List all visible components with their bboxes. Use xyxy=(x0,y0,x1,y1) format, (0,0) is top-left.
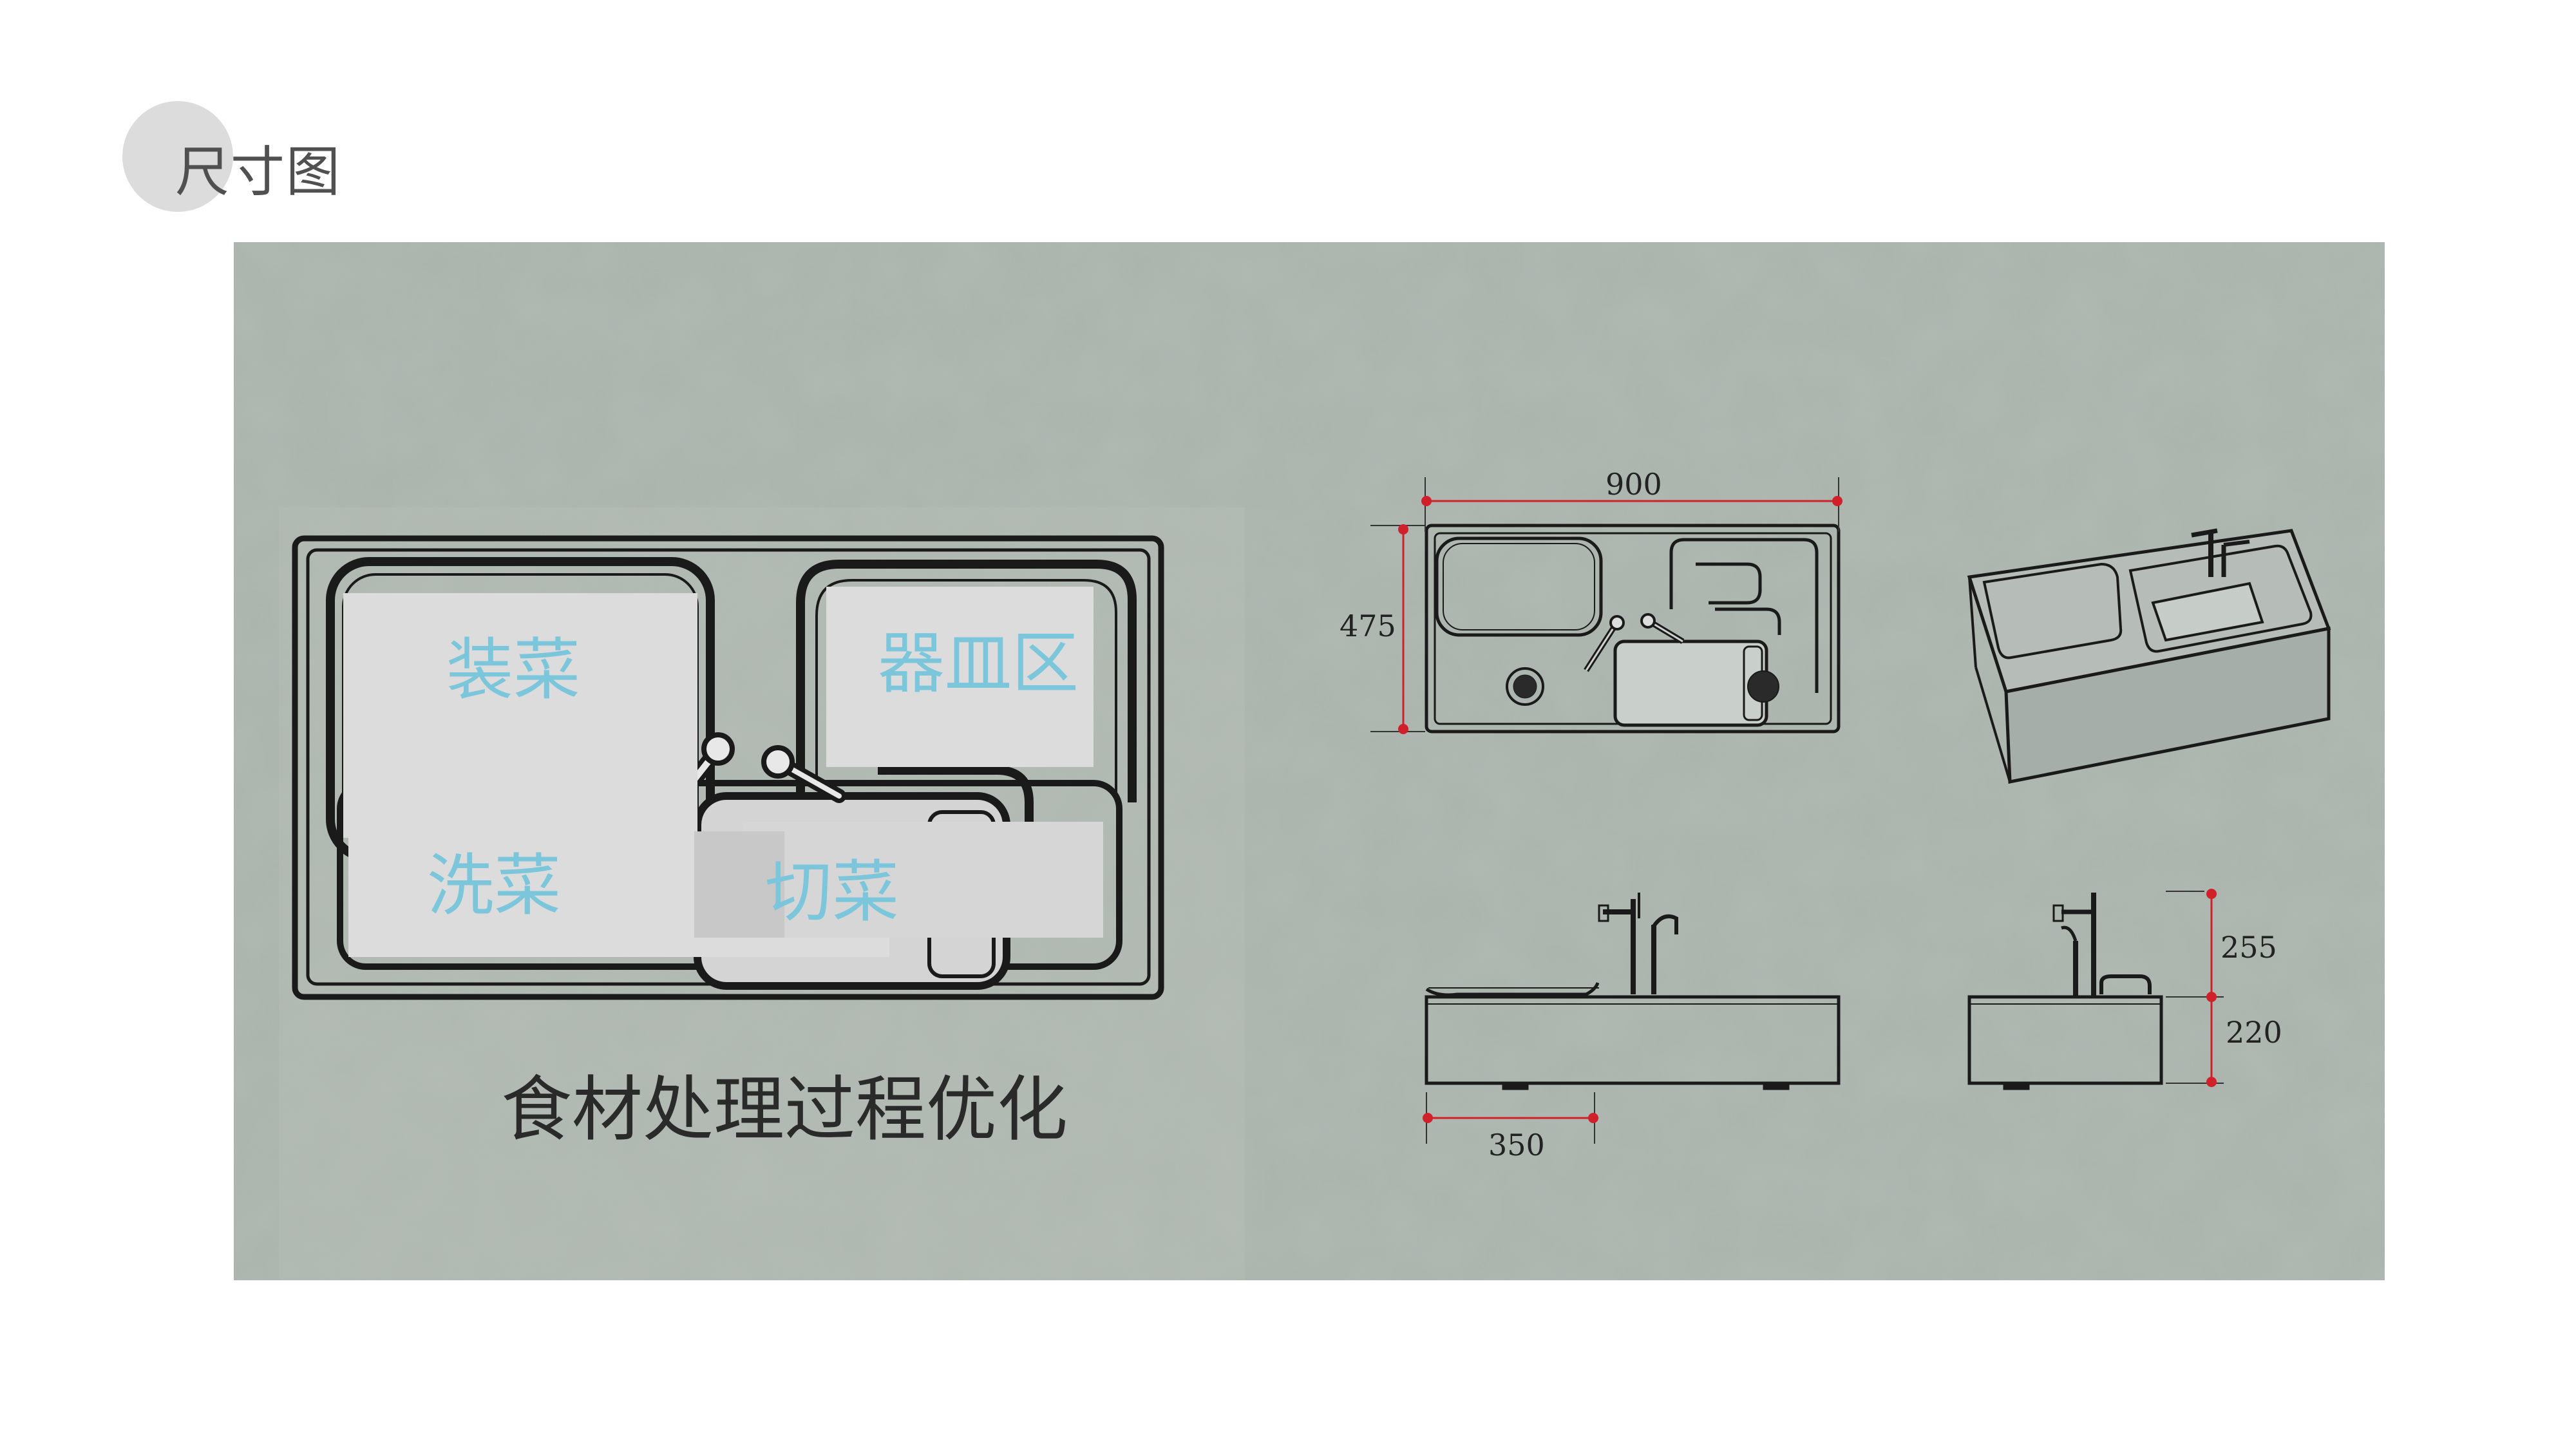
top-view xyxy=(1425,524,1841,734)
dimension-width: 900 xyxy=(1421,467,1842,532)
dimension-depth-label: 475 xyxy=(1340,609,1396,643)
dimension-body-height-label: 220 xyxy=(2226,1015,2282,1050)
dimension-depth: 475 xyxy=(1340,524,1425,734)
zone-label-dishware: 器皿区 xyxy=(878,624,1079,703)
dimension-offset-label: 350 xyxy=(1488,1128,1545,1162)
side-view xyxy=(1967,893,2163,1090)
sink-diagram: 装菜 器皿区 洗菜 切菜 食材处理过程优化 90 xyxy=(234,242,2385,1280)
dimension-width-label: 900 xyxy=(1605,467,1662,502)
front-view xyxy=(1425,893,1841,1090)
dimension-faucet-height: 255 xyxy=(2166,889,2277,994)
dimension-faucet-height-label: 255 xyxy=(2221,930,2277,965)
page-title: 尺寸图 xyxy=(175,140,342,204)
dimension-body-height: 220 xyxy=(2166,992,2282,1087)
zone-label-loading: 装菜 xyxy=(446,630,580,709)
title-badge xyxy=(122,101,233,212)
zone-label-cutting: 切菜 xyxy=(765,853,899,931)
isometric-view xyxy=(1967,528,2331,784)
plan-caption: 食材处理过程优化 xyxy=(501,1068,1068,1151)
zone-label-washing: 洗菜 xyxy=(427,846,561,925)
dimension-offset: 350 xyxy=(1423,1092,1598,1162)
annotated-plan: 装菜 器皿区 洗菜 切菜 食材处理过程优化 xyxy=(279,507,1245,1280)
concrete-panel: 装菜 器皿区 洗菜 切菜 食材处理过程优化 90 xyxy=(234,242,2385,1280)
